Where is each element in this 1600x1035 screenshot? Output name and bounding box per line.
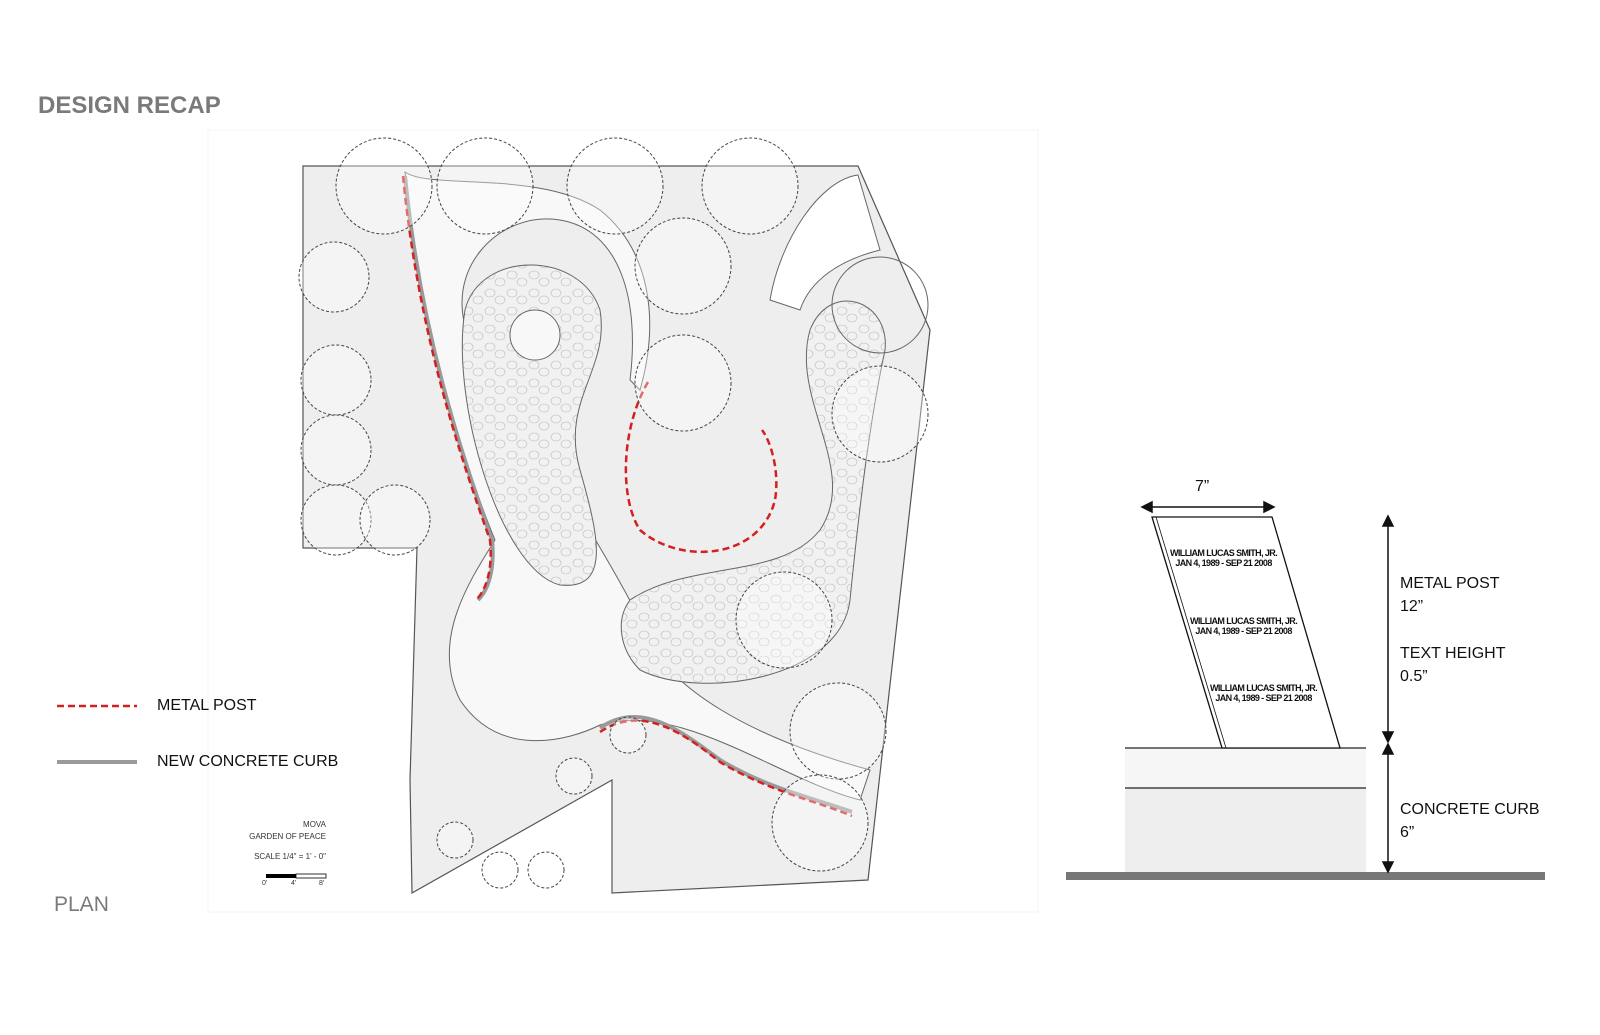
stamp-project: GARDEN OF PEACE [249, 832, 326, 841]
plaque-inscription-2: WILLIAM LUCAS SMITH, JR. JAN 4, 1989 - S… [1190, 616, 1298, 636]
stamp-name: MOVA [303, 820, 326, 829]
scale-tick-0: 0' [262, 880, 268, 887]
width-label: 7” [1195, 478, 1210, 495]
new-concrete-curb-2 [598, 714, 853, 814]
text-height-label: TEXT HEIGHT [1400, 645, 1506, 662]
metal-post-2 [599, 719, 853, 818]
post-detail [1066, 500, 1545, 880]
scale-tick-8: 8' [319, 880, 325, 887]
inscription-dates: JAN 4, 1989 - SEP 21 2008 [1175, 558, 1272, 568]
text-height-value: 0.5” [1400, 668, 1428, 685]
page-title: DESIGN RECAP [38, 92, 221, 119]
plan-label: PLAN [54, 893, 109, 916]
site-plan [207, 129, 1039, 913]
plaque-inscription-1: WILLIAM LUCAS SMITH, JR. JAN 4, 1989 - S… [1170, 548, 1278, 568]
inscription-name: WILLIAM LUCAS SMITH, JR. [1210, 683, 1318, 693]
inscription-name: WILLIAM LUCAS SMITH, JR. [1190, 616, 1298, 626]
round-planter [831, 256, 929, 354]
metal-post-label: METAL POST [1400, 575, 1500, 592]
plaque-inscription-3: WILLIAM LUCAS SMITH, JR. JAN 4, 1989 - S… [1210, 683, 1318, 703]
metal-post-3 [624, 381, 778, 554]
inscription-dates: JAN 4, 1989 - SEP 21 2008 [1215, 693, 1312, 703]
metal-post-1 [401, 175, 492, 601]
legend-metal-post-label: METAL POST [157, 697, 257, 714]
trees [298, 137, 929, 889]
stamp-scale: SCALE 1/4" = 1' - 0" [254, 852, 326, 861]
concrete-curb-height: 6” [1400, 824, 1415, 841]
scale-bar [266, 873, 327, 879]
planter-circle [509, 309, 561, 361]
inscription-dates: JAN 4, 1989 - SEP 21 2008 [1195, 626, 1292, 636]
metal-post-height: 12” [1400, 598, 1424, 615]
stair-arc [769, 174, 881, 311]
legend-curb-label: NEW CONCRETE CURB [157, 753, 339, 770]
concrete-curb-label: CONCRETE CURB [1400, 801, 1540, 818]
scale-tick-4: 4' [291, 880, 297, 887]
inscription-name: WILLIAM LUCAS SMITH, JR. [1170, 548, 1278, 558]
plan-frame [207, 129, 1039, 913]
new-concrete-curb-1 [403, 175, 495, 602]
ground-line [1066, 872, 1545, 880]
pebble-bed-upper [461, 264, 602, 586]
metal-post-plaque [1151, 516, 1341, 749]
